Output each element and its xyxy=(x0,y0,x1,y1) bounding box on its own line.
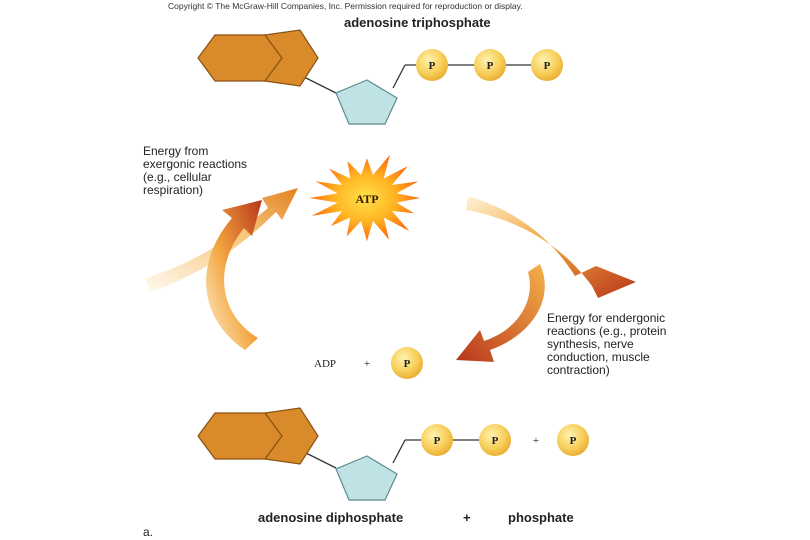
atp-starburst-label: ATP xyxy=(355,192,378,206)
atp-to-adp-arrow xyxy=(456,264,545,362)
atp-phosphate-2 xyxy=(474,49,506,81)
atp-phosphate-3-label: P xyxy=(544,60,551,72)
atp-phosphate-3 xyxy=(531,49,563,81)
caption-plus: + xyxy=(463,510,471,525)
energy-input-caption: Energy from exergonic reactions (e.g., c… xyxy=(143,145,247,197)
adp-phosphate-2-label: P xyxy=(492,435,499,447)
adp-to-atp-arrow xyxy=(206,200,262,350)
atp-adenine-ribose-bond xyxy=(299,74,337,94)
adp-ribose-pentagon xyxy=(335,455,398,501)
energy-input-arrow xyxy=(145,188,298,292)
energy-input-line-4: respiration) xyxy=(143,183,204,197)
atp-phosphate-1-label: P xyxy=(429,60,436,72)
energy-input-line-3: (e.g., cellular xyxy=(143,170,212,184)
atp-starburst-shape xyxy=(309,154,421,242)
energy-output-line-5: contraction) xyxy=(547,363,610,377)
adp-phosphate-2 xyxy=(479,424,511,456)
atp-adenine-pentagon xyxy=(263,29,319,87)
free-phosphate-label: P xyxy=(570,435,577,447)
adp-row-plus: + xyxy=(364,358,370,370)
phosphate-title: phosphate xyxy=(508,510,574,525)
free-phosphate xyxy=(557,424,589,456)
energy-output-caption: Energy for endergonic reactions (e.g., p… xyxy=(547,312,666,377)
adp-ribose-phosphate-bond xyxy=(392,439,406,464)
panel-label: a. xyxy=(143,525,154,539)
energy-input-line-1: Energy from xyxy=(143,144,209,158)
atp-phosphate-1 xyxy=(416,49,448,81)
atp-ribose-pentagon xyxy=(335,79,398,125)
adp-row-label: ADP xyxy=(314,358,336,370)
cycle-arrows xyxy=(145,188,636,362)
adp-phosphate-1 xyxy=(421,424,453,456)
atp-phosphate-2-label: P xyxy=(487,60,494,72)
atp-ribose-phosphate-bond xyxy=(392,64,406,89)
adp-molecule-plus: + xyxy=(533,435,539,447)
adp-plus-phosphate-row: ADP + P xyxy=(314,347,423,379)
adp-row-phosphate-label: P xyxy=(404,358,411,370)
energy-output-line-3: synthesis, nerve xyxy=(547,337,634,351)
adp-molecule: P P + P xyxy=(197,407,589,501)
atp-starburst: ATP xyxy=(309,154,421,242)
energy-input-line-2: exergonic reactions xyxy=(143,157,248,171)
atp-molecule-title: adenosine triphosphate xyxy=(344,15,491,30)
adp-adenine-pentagon xyxy=(263,407,319,465)
copyright-notice: Copyright © The McGraw-Hill Companies, I… xyxy=(168,1,523,11)
energy-output-line-4: conduction, muscle xyxy=(547,350,650,364)
atp-to-energy-output-arrow xyxy=(466,196,636,298)
adp-molecule-title: adenosine diphosphate xyxy=(258,510,404,525)
energy-output-line-2: reactions (e.g., protein xyxy=(547,324,667,338)
atp-molecule: P P P xyxy=(197,29,563,125)
adp-phosphate-1-label: P xyxy=(434,435,441,447)
energy-output-line-1: Energy for endergonic xyxy=(547,311,666,325)
adp-row-phosphate xyxy=(391,347,423,379)
